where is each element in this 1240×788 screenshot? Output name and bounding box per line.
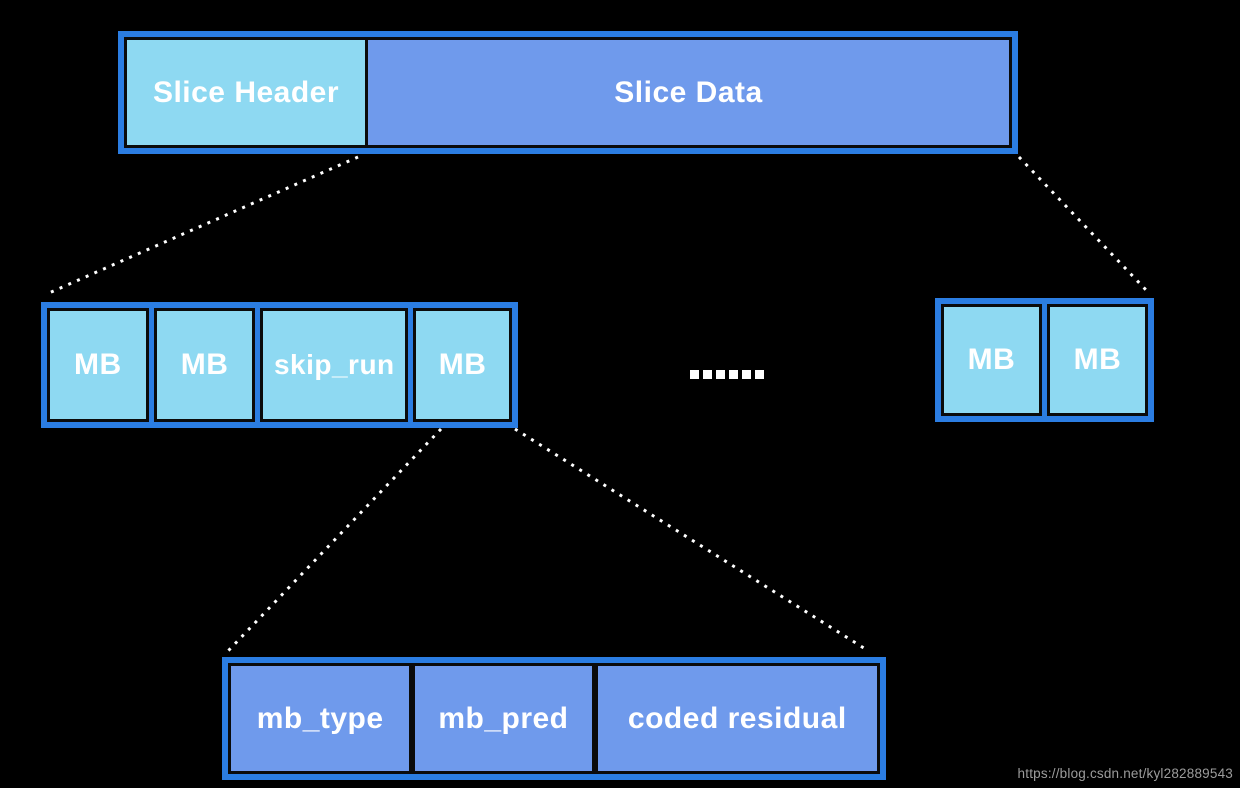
coded-residual-cell: coded residual: [594, 663, 880, 774]
slice-header-cell: Slice Header: [124, 37, 368, 148]
connector-mb-to-detail-left: [226, 427, 443, 653]
mb-cell-2: MB: [153, 308, 256, 422]
mb-cell-3: MB: [413, 308, 513, 422]
mb-row-left: MB MB skip_run MB: [41, 302, 518, 428]
watermark-url: https://blog.csdn.net/kyl282889543: [1017, 766, 1233, 781]
slice-bar: Slice Header Slice Data: [118, 31, 1018, 154]
mb-pred-cell: mb_pred: [412, 663, 595, 774]
connector-slicedata-to-mbrow-right: [1017, 155, 1149, 293]
mb-cell-4: MB: [941, 304, 1042, 416]
slice-data-cell: Slice Data: [368, 37, 1012, 148]
mb-row-right: MB MB: [935, 298, 1154, 422]
connector-sliceheader-to-mbrow: [48, 155, 359, 295]
mb-cell-1: MB: [47, 308, 149, 422]
skip-run-cell: skip_run: [260, 308, 409, 422]
ellipsis-dots: [690, 370, 764, 379]
connector-mb-to-detail-right: [514, 427, 868, 652]
mb-detail-row: mb_type mb_pred coded residual: [222, 657, 886, 780]
mb-cell-5: MB: [1047, 304, 1148, 416]
mb-type-cell: mb_type: [228, 663, 413, 774]
